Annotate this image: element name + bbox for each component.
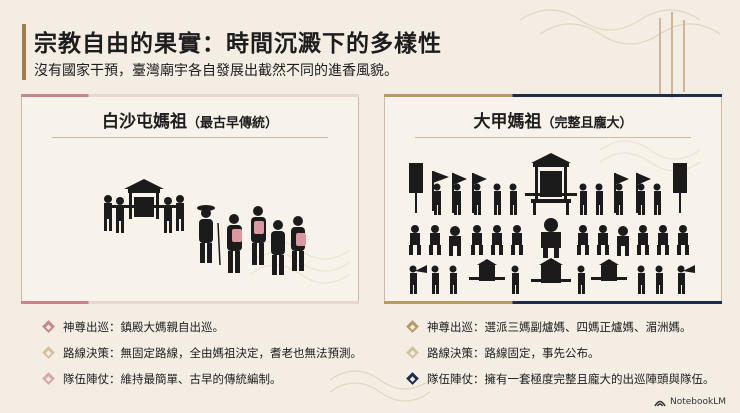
brand-name: NotebookLM [669, 397, 726, 407]
feature-text: 擁有一套極度完整且龐大的出巡陣頭與隊伍。 [484, 371, 715, 386]
panel-bottom-accent [21, 301, 359, 304]
pink-backpack-icons [232, 221, 306, 246]
diamond-bullet-icon [406, 346, 419, 359]
dajia-panel: 大甲媽祖（完整且龐大） [384, 94, 722, 304]
feature-separator: ： [473, 345, 485, 360]
feature-text: 選派三媽副爐媽、四媽正爐媽、湄洲媽。 [484, 319, 692, 334]
feature-separator: ： [473, 371, 485, 386]
diamond-bullet-icon [42, 346, 55, 359]
panel-bottom-accent [384, 301, 722, 304]
baishatun-panel: 白沙屯媽祖（最古早傳統） [21, 94, 359, 304]
panel-title-dajia: 大甲媽祖（完整且龐大） [385, 107, 721, 132]
list-item: 神尊出巡：選派三媽副爐媽、四媽正爐媽、湄洲媽。 [406, 316, 740, 337]
page-subtitle: 沒有國家干預，臺灣廟宇各自發展出截然不同的進香風貌。 [34, 63, 398, 79]
list-item: 神尊出巡：鎮殿大媽親自出巡。 [42, 316, 394, 337]
diamond-bullet-icon [406, 320, 419, 333]
panel-divider [415, 137, 691, 138]
panel-title-text: 大甲媽祖 [473, 112, 542, 132]
title-accent-bar [22, 24, 26, 80]
baishatun-feature-list: 神尊出巡：鎮殿大媽親自出巡。 路線決策：無固定路線，全由媽祖決定，耆老也無法預測… [42, 316, 394, 394]
notebooklm-logo-icon [654, 400, 666, 406]
panel-subtitle-text: （最古早傳統） [186, 116, 278, 131]
pilgrim-figures [197, 205, 305, 275]
feature-label: 隊伍陣仗 [63, 371, 109, 386]
panel-top-accent [21, 94, 359, 97]
flag-bearer-row [432, 171, 651, 213]
feature-label: 路線決策 [63, 345, 109, 360]
notebooklm-brand: NotebookLM [654, 397, 726, 407]
panel-title-baishatun: 白沙屯媽祖（最古早傳統） [22, 107, 358, 132]
bearer-figures [104, 195, 184, 233]
list-item: 隊伍陣仗：擁有一套極度完整且龐大的出巡陣頭與隊伍。 [406, 368, 740, 389]
feature-text: 鎮殿大媽親自出巡。 [120, 319, 225, 334]
dajia-procession-illustration [409, 153, 695, 294]
feature-label: 隊伍陣仗 [427, 371, 473, 386]
diamond-bullet-icon [42, 320, 55, 333]
page-title: 宗教自由的果實：時間沉澱下的多樣性 [34, 30, 442, 57]
feature-separator: ： [109, 345, 121, 360]
feature-text: 路線固定，事先公布。 [484, 345, 600, 360]
feature-text: 無固定路線，全由媽祖決定，耆老也無法預測。 [120, 345, 363, 360]
dajia-feature-list: 神尊出巡：選派三媽副爐媽、四媽正爐媽、湄洲媽。 路線決策：路線固定，事先公布。 … [406, 316, 740, 394]
diamond-bullet-icon [42, 372, 55, 385]
list-item: 隊伍陣仗：維持最簡單、古早的傳統編制。 [42, 368, 394, 389]
small-palanquin-icons [469, 258, 627, 283]
list-item: 路線決策：路線固定，事先公布。 [406, 342, 740, 363]
panel-top-accent [384, 94, 722, 97]
feature-separator: ： [109, 371, 121, 386]
horn-player-row [409, 265, 695, 294]
feature-label: 路線決策 [427, 345, 473, 360]
feature-text: 維持最簡單、古早的傳統編制。 [120, 371, 282, 386]
baishatun-procession-illustration [104, 179, 306, 275]
list-item: 路線決策：無固定路線，全由媽祖決定，耆老也無法預測。 [42, 342, 394, 363]
feature-separator: ： [109, 319, 121, 334]
diamond-bullet-icon [406, 372, 419, 385]
feature-separator: ： [473, 319, 485, 334]
panel-divider [52, 137, 328, 138]
feature-label: 神尊出巡 [63, 319, 109, 334]
performer-row [409, 218, 689, 258]
feature-label: 神尊出巡 [427, 319, 473, 334]
panel-title-text: 白沙屯媽祖 [101, 112, 187, 132]
banner-icons [409, 163, 687, 213]
panel-subtitle-text: （完整且龐大） [541, 116, 633, 131]
main-palanquin-icon [525, 153, 577, 215]
row1-figures [433, 183, 661, 215]
palanquin-icon [108, 179, 180, 219]
